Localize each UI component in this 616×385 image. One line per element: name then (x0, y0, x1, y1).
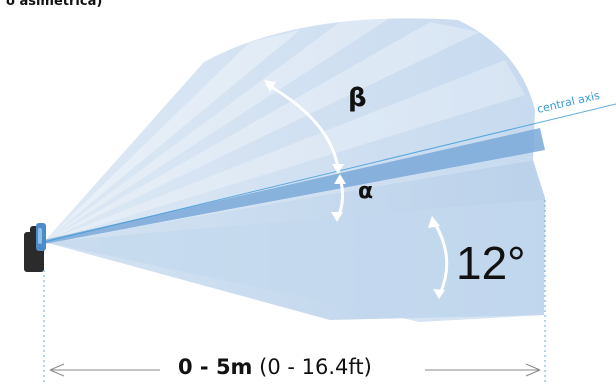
range-arrowhead-left (49, 363, 65, 377)
beta-arrow-bottom (332, 164, 344, 174)
range-primary: 0 - 5m (178, 355, 253, 379)
range-arrowhead-right (525, 363, 541, 377)
angle-label: 12° (456, 237, 526, 289)
beam-stripe (44, 30, 300, 242)
central-axis-label: central axis (536, 89, 602, 116)
alpha-label: α (358, 179, 373, 204)
range-label: 0 - 5m (0 - 16.4ft) (178, 350, 372, 384)
beta-arrow-top (264, 80, 276, 92)
central-axis-band (44, 128, 545, 244)
beam-stripe (44, 22, 480, 242)
caption-text: o asimétrica) (6, 0, 103, 9)
angle-arrow-bottom (433, 289, 445, 299)
angle-arc (432, 221, 449, 295)
beta-arc (265, 82, 340, 169)
alpha-arrow-bottom (331, 212, 343, 222)
beam-stripe (44, 60, 525, 242)
sensor-device (24, 223, 46, 272)
central-axis-line (43, 103, 616, 243)
alpha-arrow-top (334, 174, 346, 184)
angle-arrow-top (428, 216, 440, 228)
range-secondary: (0 - 16.4ft) (259, 355, 372, 379)
beam-stripe (44, 18, 390, 242)
beam-lower-face (44, 200, 544, 322)
beta-label: β (348, 83, 367, 113)
beam-upper-lobe (44, 18, 535, 242)
